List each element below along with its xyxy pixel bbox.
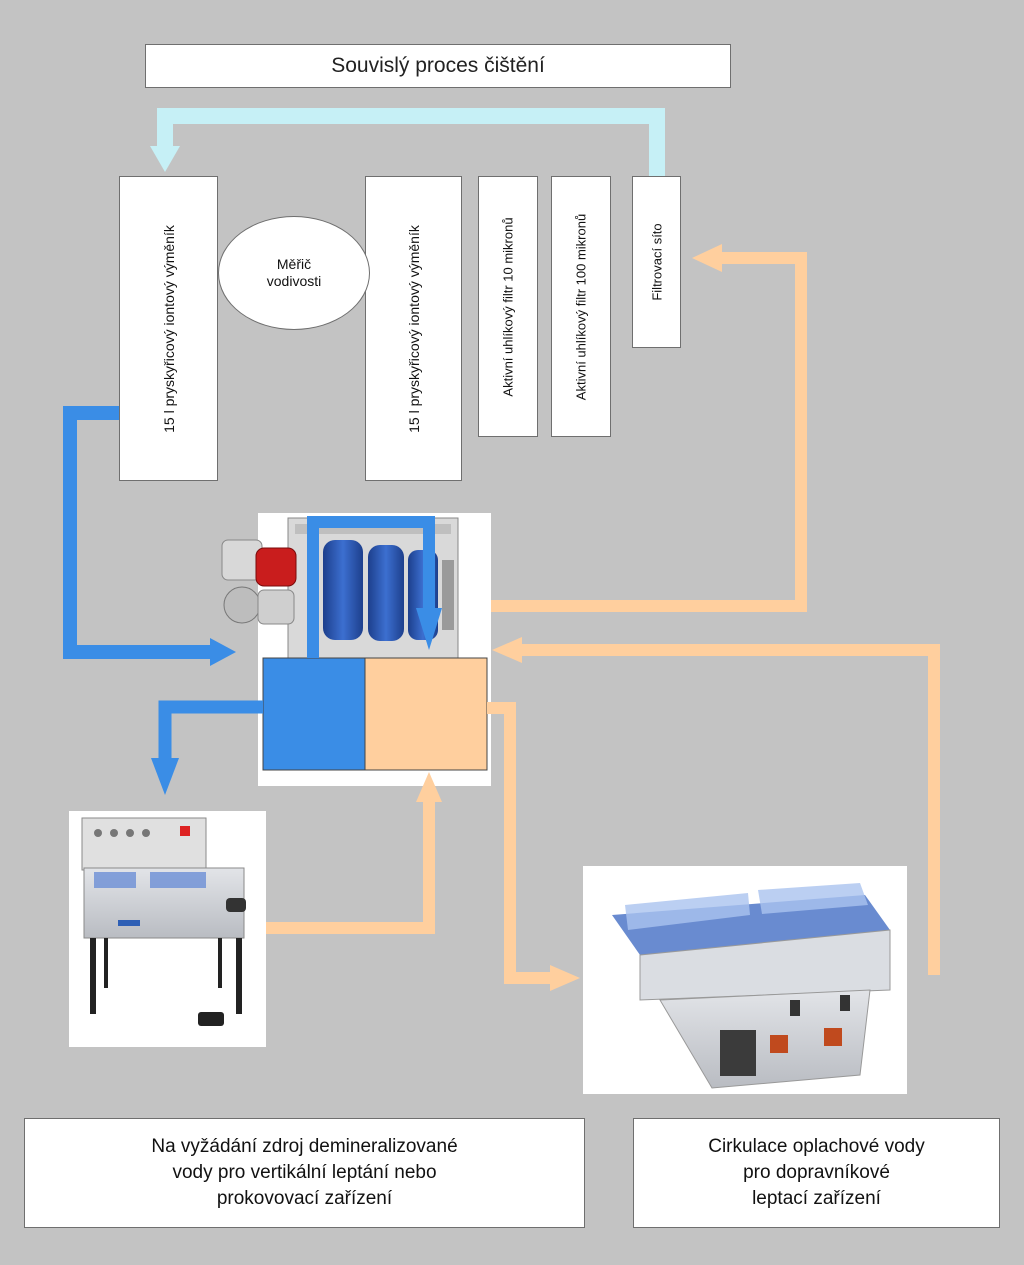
caption-right-line2: pro dopravníkové [743,1160,890,1186]
caption-left-line2: vody pro vertikální leptání nebo [172,1160,436,1186]
clean-water-tank [263,658,365,770]
conveyor-etcher-illustration [612,883,890,1088]
resin-tank-2 [368,545,404,641]
caption-left-line1: Na vyžádání zdroj demineralizované [151,1134,457,1160]
pump-icon [222,540,296,624]
treatment-unit-illustration [222,518,458,658]
caption-right-line3: leptací zařízení [752,1186,881,1212]
return-line-arrow [150,116,657,176]
resin-tank-1 [323,540,363,640]
vertical-etcher-illustration [82,818,246,1026]
caption-left-line3: prokovovací zařízení [217,1186,392,1212]
caption-right-line1: Cirkulace oplachové vody [708,1134,925,1160]
caption-demineralized-water: Na vyžádání zdroj demineralizované vody … [24,1118,585,1228]
caption-rinse-circulation: Cirkulace oplachové vody pro dopravníkov… [633,1118,1000,1228]
rinse-water-tank [365,658,487,770]
